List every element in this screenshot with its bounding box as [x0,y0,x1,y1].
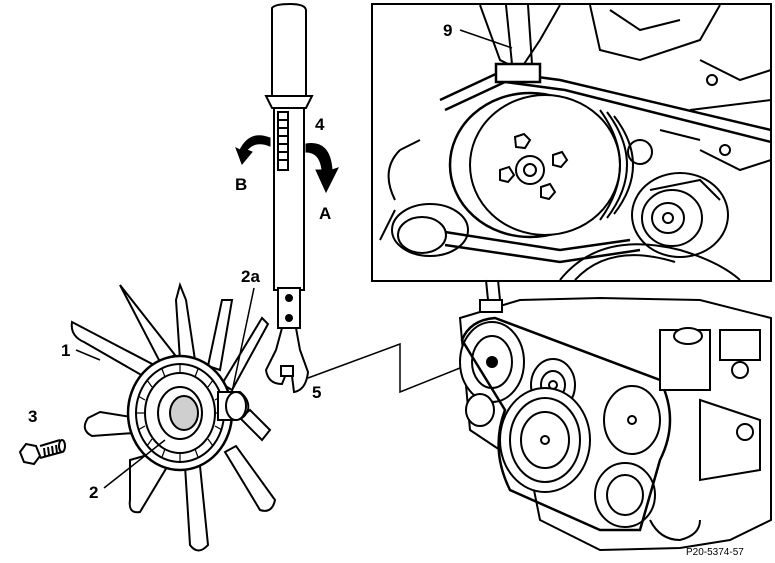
rotation-arrow-a [305,143,339,194]
fan-assembly [70,281,277,552]
bolt-part [18,439,66,466]
leader-line [307,342,481,394]
callout-1: 1 [61,341,70,360]
belt-marker-block [494,62,542,84]
figure-reference: P20-5374-57 [686,547,744,558]
callout-9: 9 [443,21,452,40]
rotation-arrow-b [235,135,271,165]
callout-a: A [319,204,331,223]
callout-4: 4 [315,115,325,134]
callout-3: 3 [28,407,37,426]
engine-front-view [458,279,772,552]
callout-2a: 2a [241,267,260,286]
callout-b: B [235,175,247,194]
callout-2: 2 [89,483,98,502]
counterhold-tool [264,2,314,394]
callout-5: 5 [312,383,321,402]
detail-inset: 9 [371,3,772,282]
